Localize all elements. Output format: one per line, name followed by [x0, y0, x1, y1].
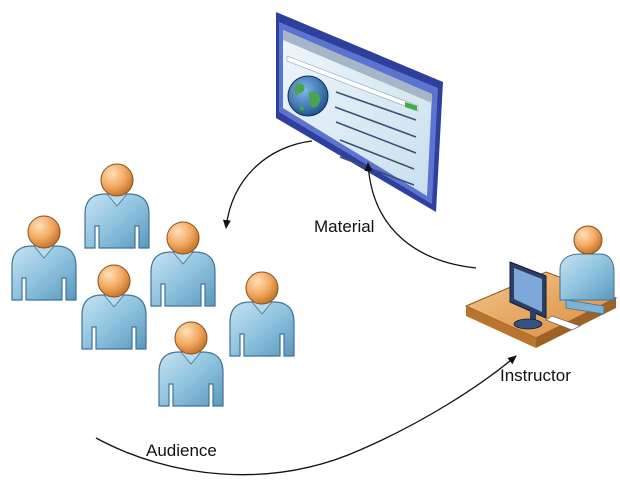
person-icon [81, 264, 147, 350]
arrow-audience-to-instructor [95, 355, 517, 476]
person-icon [158, 321, 224, 407]
instructor-label: Instructor [500, 366, 571, 385]
person-icon [150, 221, 216, 307]
arrow-instructor-to-screen [364, 162, 477, 269]
material-label: Material [314, 217, 375, 236]
arrow-screen-to-audience [222, 140, 313, 229]
presentation-screen-icon [276, 12, 443, 212]
instructor-workstation-icon [464, 225, 618, 348]
audience-group [11, 163, 295, 407]
audience-label: Audience [146, 441, 217, 460]
globe-icon [287, 75, 329, 117]
person-icon [229, 271, 295, 357]
person-icon [11, 215, 77, 301]
person-icon [84, 163, 150, 249]
